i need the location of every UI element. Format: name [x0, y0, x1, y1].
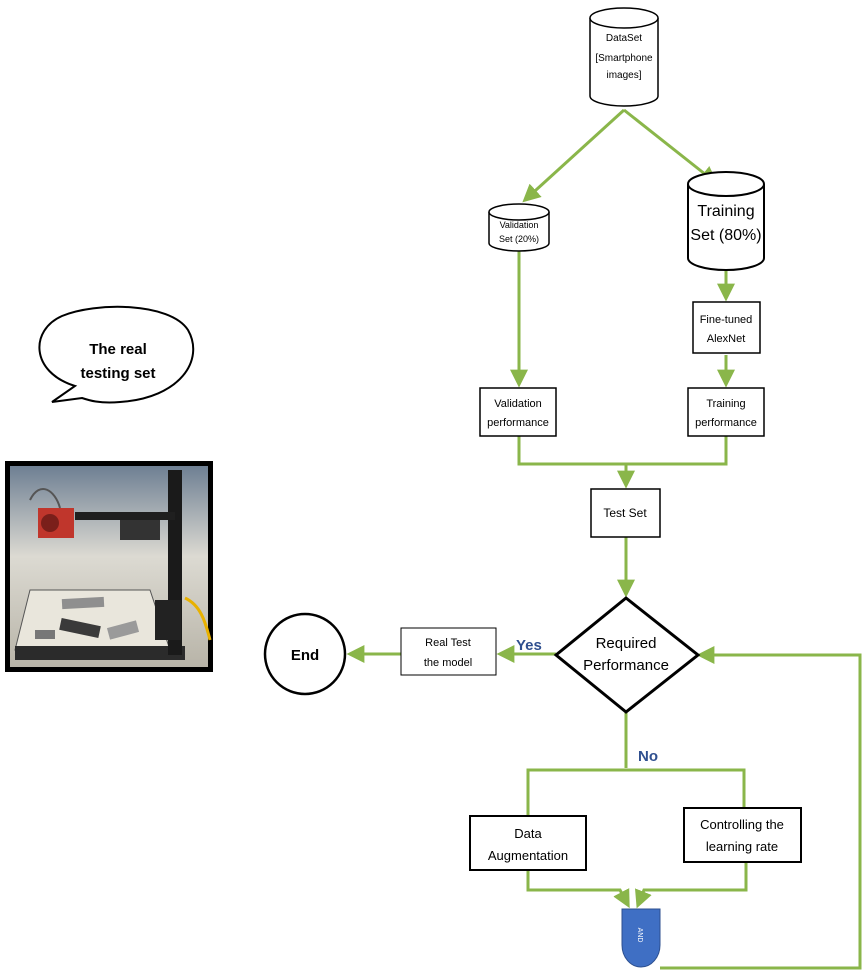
and-gate: AND — [621, 908, 661, 968]
lr-line-1: Controlling the — [700, 817, 784, 832]
learning-rate-box: Controlling the learning rate — [683, 807, 802, 863]
lr-line-2: learning rate — [706, 839, 778, 854]
training-set-line-2: Set (80%) — [690, 227, 761, 244]
edges — [346, 108, 862, 970]
validation-set-line-2: Set (20%) — [499, 234, 539, 244]
real-test-line-1: Real Test — [425, 637, 471, 649]
validation-set-cylinder: Validation Set (20%) — [488, 203, 550, 252]
training-perf-line-2: performance — [695, 417, 757, 429]
camera-rig-photo — [5, 461, 213, 672]
test-set-label: Test Set — [603, 506, 647, 520]
real-test-line-2: the model — [424, 657, 472, 669]
callout-line-2: testing set — [80, 365, 155, 382]
decision-line-1: Required — [596, 635, 657, 652]
edge-aug-and — [526, 870, 630, 909]
training-set-cylinder: Training Set (80%) — [687, 171, 765, 271]
edge-and-loop — [660, 646, 862, 970]
validation-perf-line-2: performance — [487, 417, 549, 429]
validation-perf-line-1: Validation — [494, 398, 542, 410]
decision-diamond: Required Performance — [553, 596, 701, 714]
edge-lr-and — [634, 862, 748, 909]
edge-perf-merge — [517, 436, 728, 466]
decision-line-2: Performance — [583, 657, 669, 674]
data-aug-line-1: Data — [514, 826, 542, 841]
yes-label: Yes — [516, 637, 542, 654]
dataset-line-2: [Smartphone — [595, 53, 653, 64]
callout-bubble: The real testing set — [38, 305, 195, 404]
callout-line-1: The real — [89, 341, 147, 358]
end-label: End — [291, 647, 319, 664]
no-label: No — [638, 748, 658, 765]
test-set-box: Test Set — [590, 488, 661, 538]
edge-dataset-training — [623, 108, 718, 185]
end-node: End — [263, 612, 347, 696]
validation-performance-box: Validation performance — [479, 387, 557, 437]
and-gate-label: AND — [636, 928, 643, 943]
edge-dataset-validation — [522, 108, 626, 203]
edge-no-branch — [526, 768, 746, 816]
training-set-line-1: Training — [697, 203, 754, 220]
real-test-box: Real Test the model — [400, 627, 497, 676]
dataset-cylinder: DataSet [Smartphone images] — [589, 7, 659, 107]
alexnet-line-1: Fine-tuned — [700, 314, 753, 326]
validation-set-line-1: Validation — [500, 220, 539, 230]
data-augmentation-box: Data Augmentation — [469, 815, 587, 871]
data-aug-line-2: Augmentation — [488, 848, 568, 863]
alexnet-line-2: AlexNet — [707, 333, 746, 345]
training-performance-box: Training performance — [687, 387, 765, 437]
dataset-line-3: images] — [606, 70, 641, 81]
alexnet-box: Fine-tuned AlexNet — [692, 301, 761, 354]
dataset-line-1: DataSet — [606, 33, 642, 44]
training-perf-line-1: Training — [706, 398, 745, 410]
